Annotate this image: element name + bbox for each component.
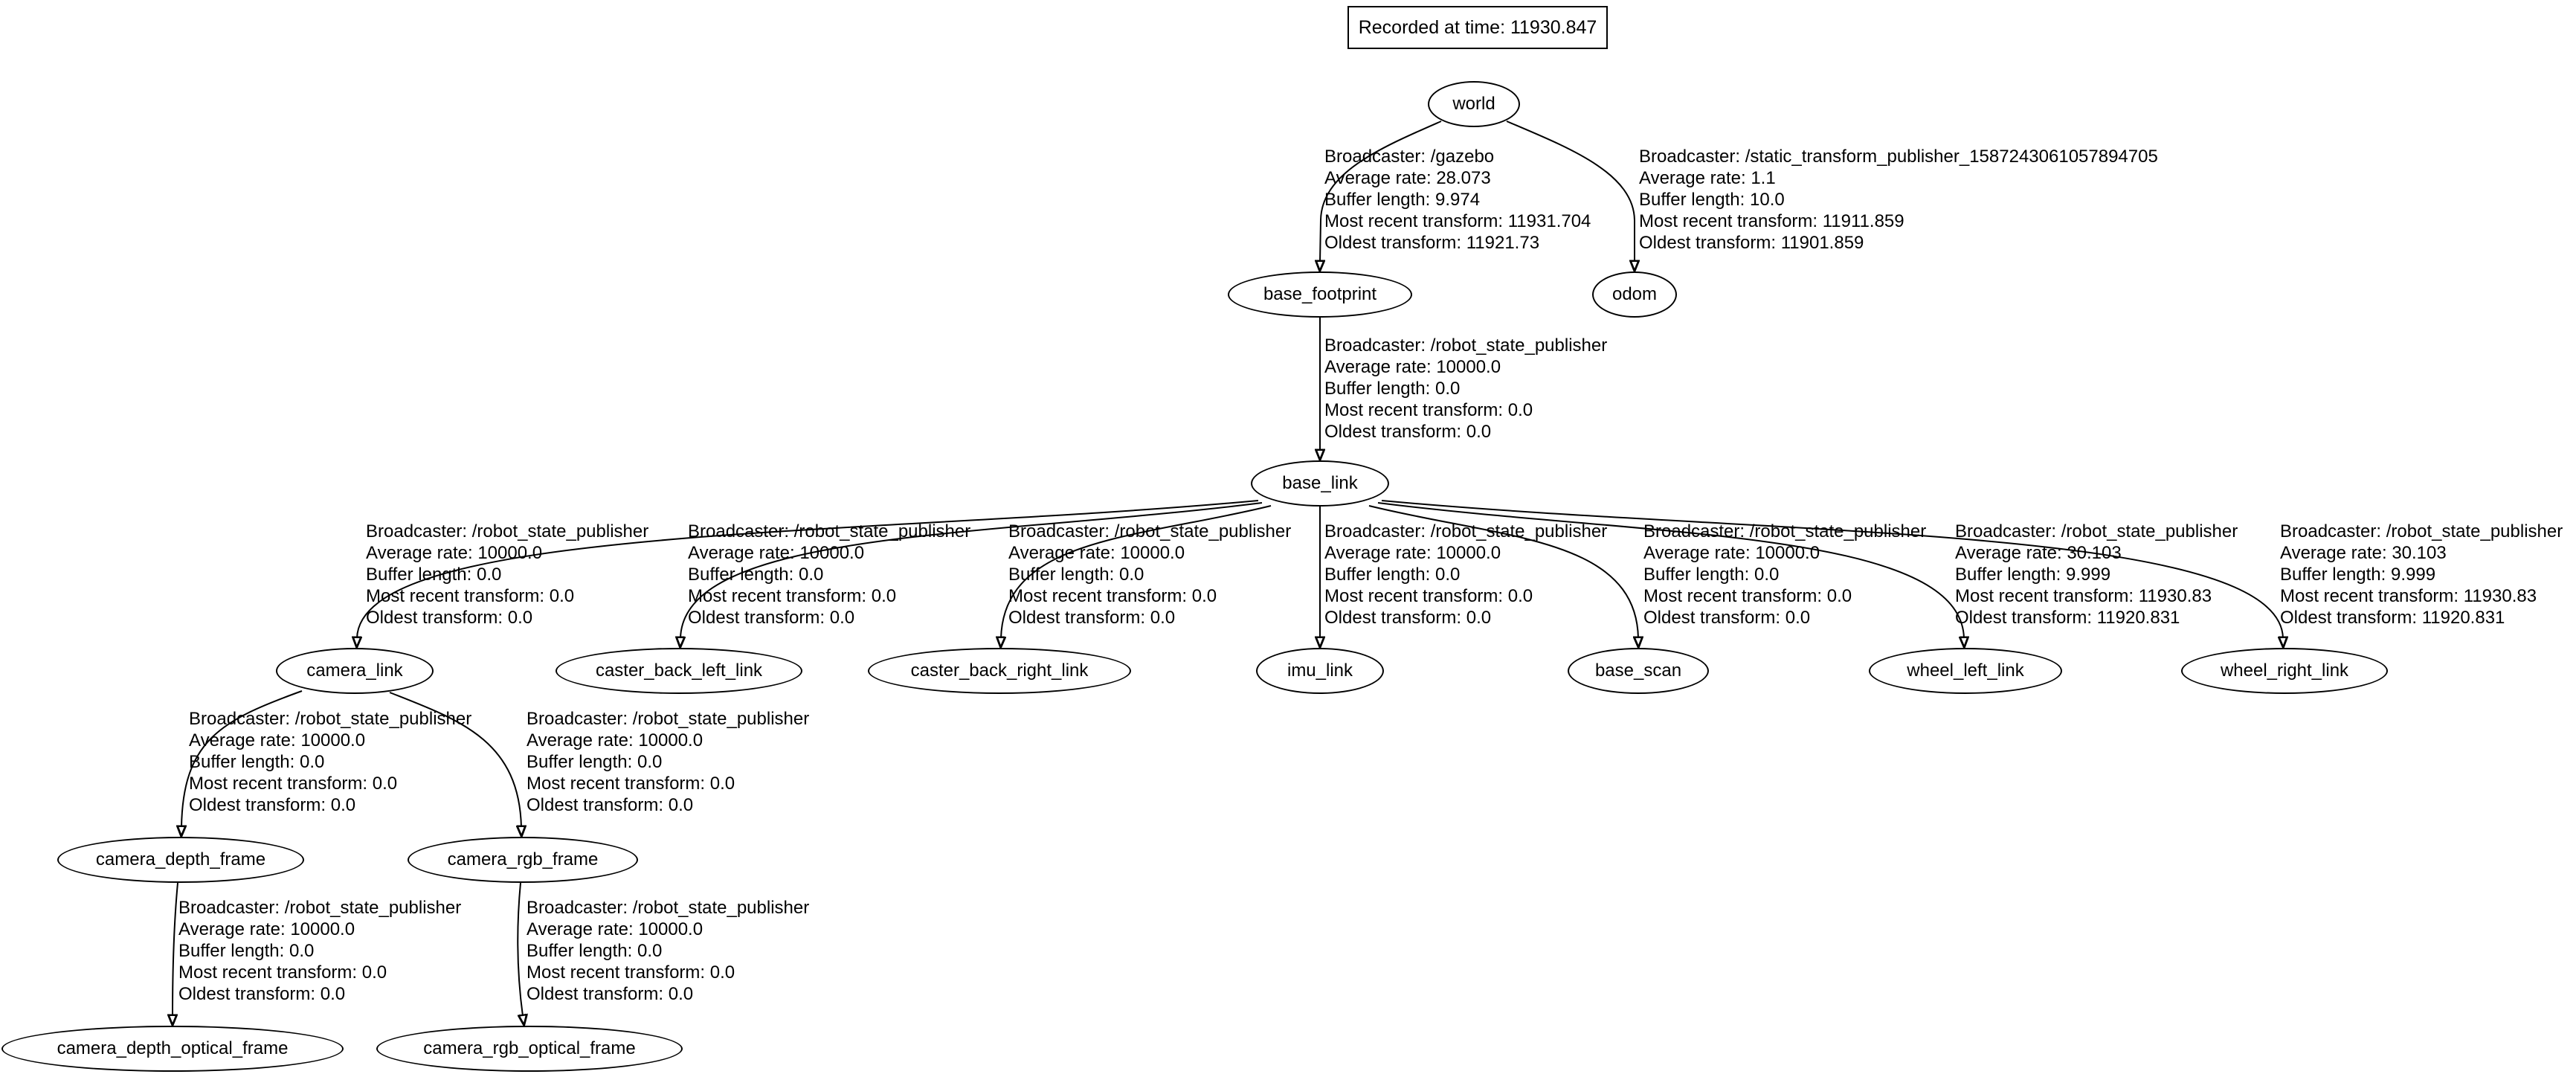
node-caster_back_right_link: caster_back_right_link [868,648,1131,694]
edge-base_link-wheel_right_link [1381,500,2283,638]
node-camera_rgb_frame: camera_rgb_frame [408,837,638,883]
node-base_scan: base_scan [1568,648,1709,694]
node-camera_depth_optical_frame: camera_depth_optical_frame [1,1026,344,1072]
edge-label-world-base_footprint: Broadcaster: /gazebo Average rate: 28.07… [1324,147,1591,253]
edge-label-base_link-imu_link: Broadcaster: /robot_state_publisher Aver… [1324,521,1608,628]
node-base_link: base_link [1251,460,1389,507]
node-wheel_left_link: wheel_left_link [1869,648,2062,694]
node-caster_back_left_link: caster_back_left_link [556,648,802,694]
edge-label-base_link-wheel_left_link: Broadcaster: /robot_state_publisher Aver… [1955,521,2238,628]
edge-label-base_footprint-base_link: Broadcaster: /robot_state_publisher Aver… [1324,335,1608,442]
edge-label-base_link-base_scan: Broadcaster: /robot_state_publisher Aver… [1643,521,1927,628]
edge-world-base_footprint [1320,120,1442,262]
edge-base_link-base_scan [1368,505,1638,638]
edge-label-base_link-caster_back_right_link: Broadcaster: /robot_state_publisher Aver… [1008,521,1292,628]
edge-camera_depth_frame-camera_depth_optical_frame [173,882,178,1016]
edge-label-world-odom: Broadcaster: /static_transform_publisher… [1639,147,2158,253]
edge-label-base_link-camera_link: Broadcaster: /robot_state_publisher Aver… [366,521,649,628]
edge-label-camera_link-camera_rgb_frame: Broadcaster: /robot_state_publisher Aver… [527,709,810,815]
node-wheel_right_link: wheel_right_link [2181,648,2388,694]
node-camera_rgb_optical_frame: camera_rgb_optical_frame [376,1026,683,1072]
edge-camera_link-camera_depth_frame [181,690,303,827]
edge-label-camera_link-camera_depth_frame: Broadcaster: /robot_state_publisher Aver… [189,709,472,815]
edge-label-camera_rgb_frame-camera_rgb_optical_frame: Broadcaster: /robot_state_publisher Aver… [527,898,810,1004]
node-base_footprint: base_footprint [1228,271,1412,318]
edge-base_link-wheel_left_link [1377,502,1964,638]
edge-camera_rgb_frame-camera_rgb_optical_frame [517,882,523,1016]
edge-label-base_link-wheel_right_link: Broadcaster: /robot_state_publisher Aver… [2280,521,2563,628]
edge-base_link-caster_back_left_link [680,502,1263,638]
edge-label-base_link-caster_back_left_link: Broadcaster: /robot_state_publisher Aver… [688,521,971,628]
node-world: world [1428,81,1520,127]
node-camera_link: camera_link [276,648,434,694]
recorded-time-box: Recorded at time: 11930.847 [1347,6,1608,49]
node-imu_link: imu_link [1256,648,1384,694]
edge-label-camera_depth_frame-camera_depth_optical_frame: Broadcaster: /robot_state_publisher Aver… [178,898,462,1004]
node-odom: odom [1592,271,1677,318]
edge-base_link-caster_back_right_link [1001,505,1272,638]
edge-world-odom [1506,120,1635,262]
edge-base_link-camera_link [357,500,1259,638]
edge-camera_link-camera_rgb_frame [389,692,521,827]
node-camera_depth_frame: camera_depth_frame [57,837,304,883]
